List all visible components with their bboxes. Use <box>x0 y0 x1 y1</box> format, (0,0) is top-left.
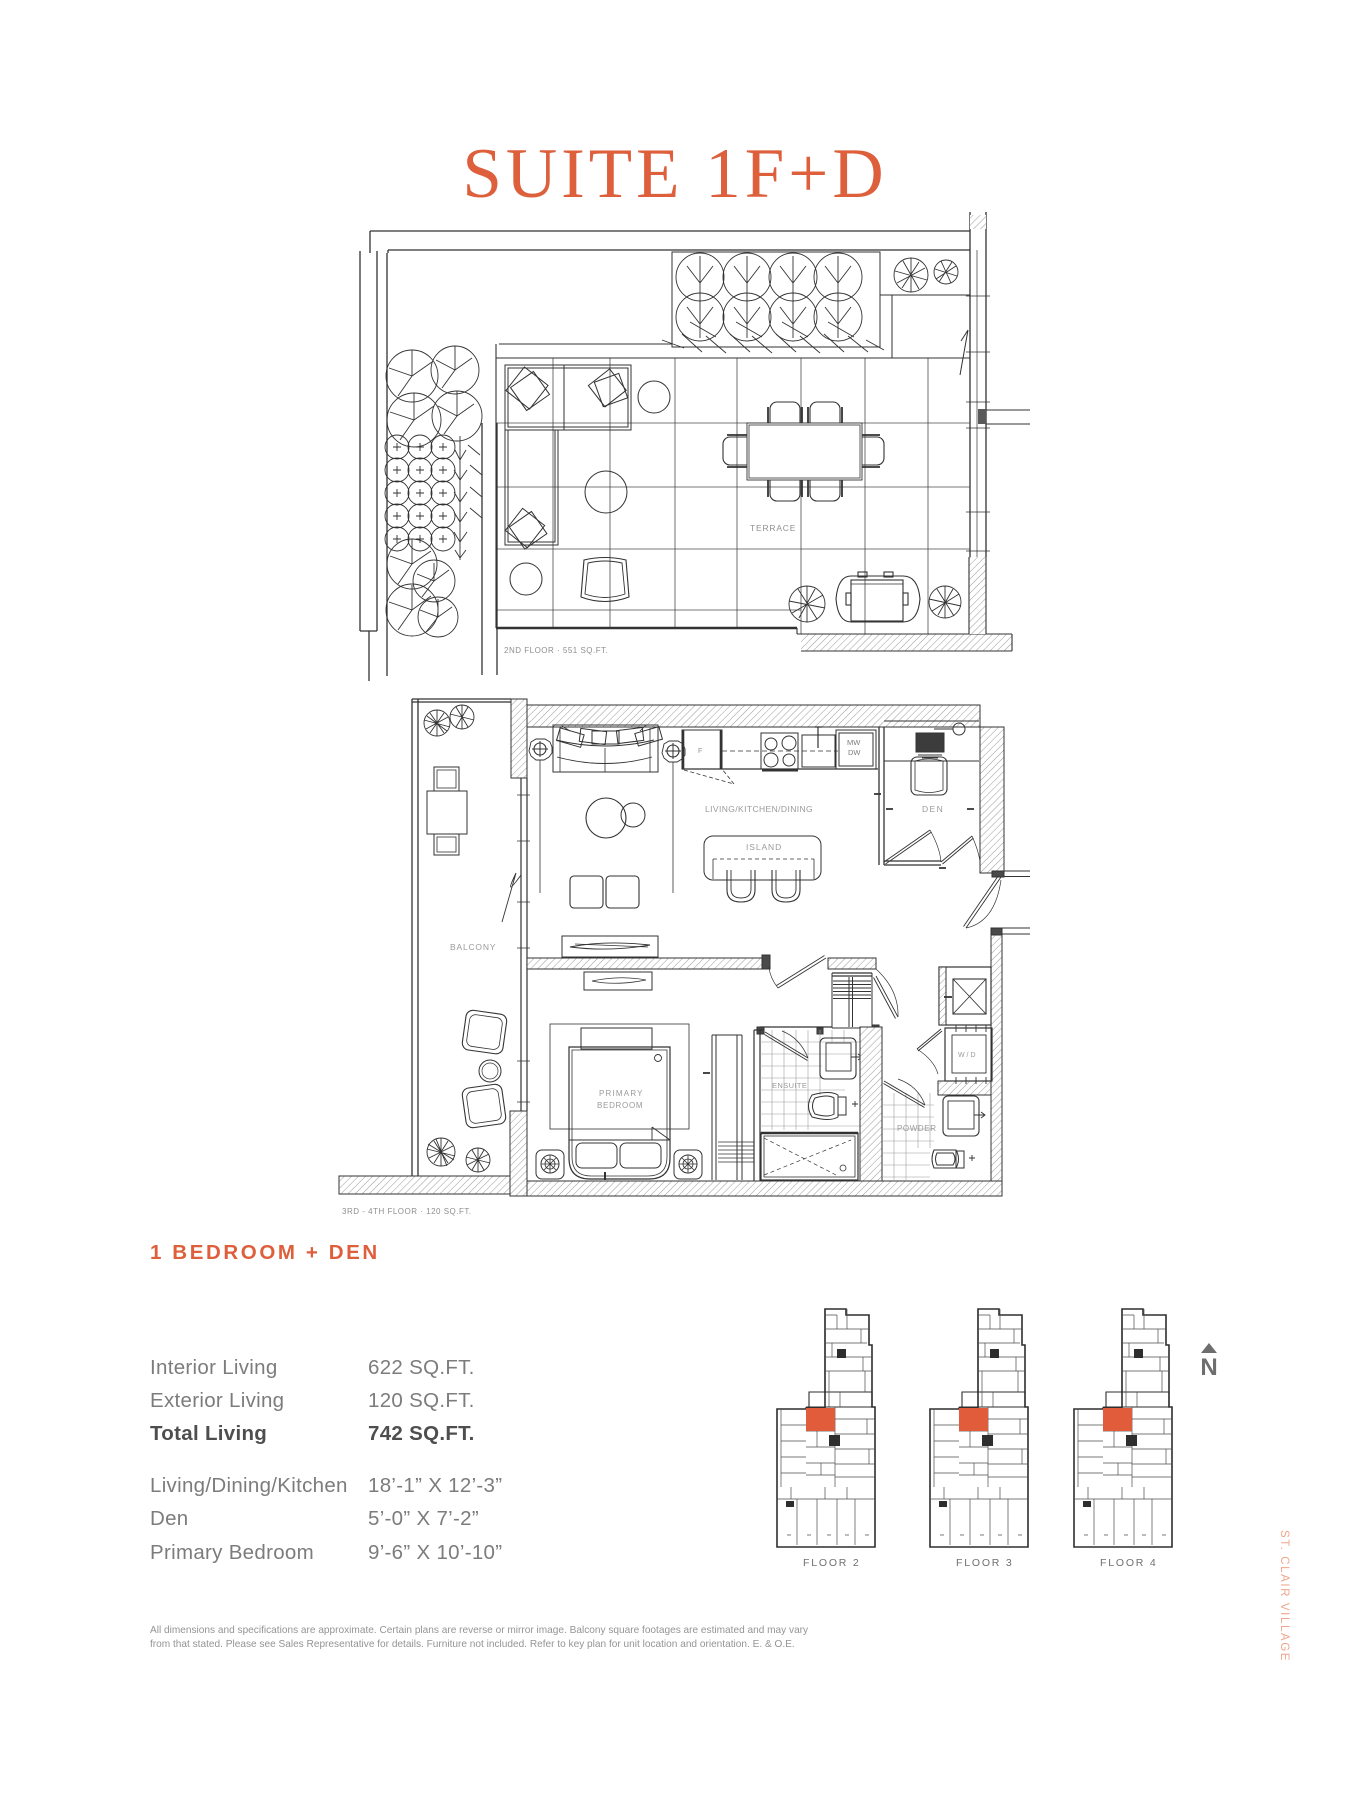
svg-text:DW: DW <box>848 748 861 757</box>
svg-text:PRIMARY: PRIMARY <box>599 1089 644 1098</box>
svg-text:BALCONY: BALCONY <box>450 942 496 952</box>
svg-text:N: N <box>1200 1354 1217 1381</box>
svg-text:3RD - 4TH FLOOR · 120 SQ.FT.: 3RD - 4TH FLOOR · 120 SQ.FT. <box>342 1207 472 1216</box>
svg-text:LIVING/KITCHEN/DINING: LIVING/KITCHEN/DINING <box>705 804 813 814</box>
svg-text:2ND FLOOR · 551 SQ.FT.: 2ND FLOOR · 551 SQ.FT. <box>504 646 608 655</box>
svg-text:POWDER: POWDER <box>897 1124 937 1133</box>
svg-text:ENSUITE: ENSUITE <box>772 1081 807 1090</box>
svg-text:MW: MW <box>847 738 861 747</box>
svg-text:BEDROOM: BEDROOM <box>597 1101 643 1110</box>
svg-text:TERRACE: TERRACE <box>750 523 796 533</box>
svg-text:F: F <box>698 748 702 755</box>
svg-text:ISLAND: ISLAND <box>746 842 782 852</box>
svg-text:W / D: W / D <box>958 1052 976 1059</box>
svg-text:DEN: DEN <box>922 804 944 814</box>
